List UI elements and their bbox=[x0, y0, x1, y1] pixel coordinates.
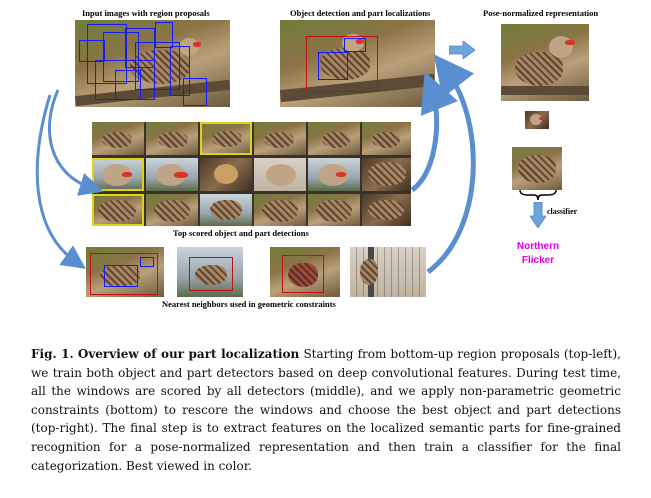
detection-tile bbox=[362, 122, 411, 155]
head-part-box bbox=[344, 38, 366, 52]
detections-grid bbox=[92, 122, 411, 226]
detection-tile bbox=[146, 122, 198, 155]
detection-tile bbox=[254, 122, 306, 155]
arrow-to-detections bbox=[47, 89, 104, 196]
pose-full-image bbox=[501, 24, 589, 101]
body-part-box bbox=[318, 52, 348, 80]
species-name-line1: Northern bbox=[516, 241, 560, 252]
detection-tile-selected bbox=[200, 122, 252, 155]
caption-body: Starting from bottom-up region proposals… bbox=[31, 347, 621, 473]
neighbors-label: Nearest neighbors used in geometric cons… bbox=[162, 299, 336, 309]
detection-tile bbox=[200, 194, 252, 226]
region-proposal bbox=[115, 70, 141, 100]
branch bbox=[501, 86, 589, 95]
down-arrow-icon bbox=[530, 202, 546, 228]
species-name: Northern Flicker bbox=[508, 240, 568, 268]
detection-tile bbox=[254, 158, 306, 191]
input-images-label: Input images with region proposals bbox=[82, 8, 210, 18]
bird-body bbox=[518, 155, 556, 183]
object-detection-box bbox=[306, 36, 378, 92]
brace-icon bbox=[519, 189, 557, 201]
pose-body-crop bbox=[512, 147, 562, 190]
region-proposal bbox=[183, 78, 207, 106]
caption-title: Overview of our part localization bbox=[77, 347, 300, 361]
region-proposal bbox=[87, 24, 127, 84]
classifier-label: classifier bbox=[547, 207, 578, 216]
region-proposal bbox=[155, 22, 173, 48]
caption-figure-label: Fig. 1. bbox=[31, 347, 74, 361]
detection-tile bbox=[200, 158, 252, 191]
bird-body bbox=[320, 48, 370, 80]
detection-tile bbox=[308, 158, 360, 191]
arrow-detections-up bbox=[410, 71, 458, 193]
detection-image bbox=[280, 20, 435, 107]
detection-tile bbox=[362, 158, 411, 191]
region-proposal bbox=[135, 42, 180, 90]
detection-label: Object detection and part localizations bbox=[290, 8, 431, 18]
bird-head bbox=[530, 114, 542, 125]
detection-tile-selected bbox=[92, 194, 144, 226]
neighbor-image bbox=[86, 247, 164, 297]
bird-body bbox=[515, 52, 563, 86]
top-scored-label: Top scored object and part detections bbox=[173, 228, 309, 238]
region-proposal bbox=[125, 28, 155, 68]
figure-caption: Fig. 1. Overview of our part localizatio… bbox=[31, 345, 621, 475]
neighbor-image bbox=[350, 247, 426, 297]
detection-tile bbox=[308, 194, 360, 226]
region-proposal bbox=[170, 46, 190, 96]
detection-tile bbox=[308, 122, 360, 155]
region-proposal bbox=[103, 32, 139, 82]
detection-tile bbox=[146, 158, 198, 191]
flow-arrows bbox=[35, 54, 476, 275]
bird-red-patch bbox=[356, 39, 364, 44]
neighbor-image bbox=[270, 247, 340, 297]
pose-normalized-label: Pose-normalized representation bbox=[483, 8, 599, 18]
region-proposal bbox=[79, 40, 105, 62]
detection-tile bbox=[146, 194, 198, 226]
detection-tile bbox=[92, 122, 144, 155]
bird-red-patch bbox=[539, 117, 545, 120]
bird-red-patch bbox=[565, 40, 575, 45]
pose-head-crop bbox=[525, 111, 549, 129]
detection-tile bbox=[254, 194, 306, 226]
bird-red-patch bbox=[193, 42, 201, 47]
arrow-neighbors-up bbox=[426, 54, 476, 275]
neighbor-image bbox=[177, 247, 243, 297]
detection-tile bbox=[362, 194, 411, 226]
input-image bbox=[75, 20, 230, 107]
species-name-line2: Flicker bbox=[521, 255, 555, 266]
arrow-to-neighbors bbox=[35, 94, 86, 269]
